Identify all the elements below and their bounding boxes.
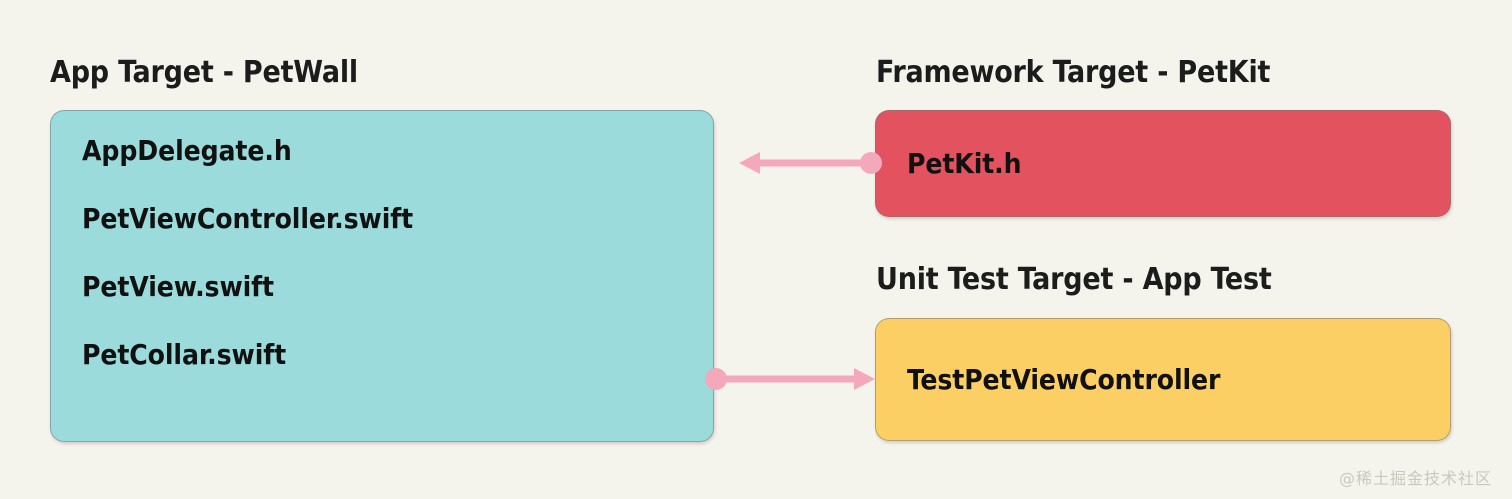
app-target-box: AppDelegate.h PetViewController.swift Pe…	[50, 110, 714, 442]
file-item-testpetviewcontroller: TestPetViewController	[907, 363, 1221, 396]
file-item-petkit-header: PetKit.h	[907, 147, 1022, 180]
connector-app-to-unit-test-icon	[705, 368, 875, 390]
unit-test-target-box: TestPetViewController	[875, 318, 1451, 441]
watermark: @稀土掘金技术社区	[1338, 469, 1492, 488]
unit-test-target-title: Unit Test Target - App Test	[876, 262, 1272, 297]
framework-target-title: Framework Target - PetKit	[876, 55, 1271, 90]
framework-target-box: PetKit.h	[875, 110, 1451, 217]
file-item-petviewcontroller: PetViewController.swift	[82, 202, 414, 235]
file-item-petcollar: PetCollar.swift	[82, 338, 287, 371]
file-item-appdelegate: AppDelegate.h	[82, 134, 292, 167]
app-target-title: App Target - PetWall	[50, 55, 358, 90]
connector-framework-to-app-icon	[739, 152, 882, 174]
file-item-petview: PetView.swift	[82, 270, 274, 303]
